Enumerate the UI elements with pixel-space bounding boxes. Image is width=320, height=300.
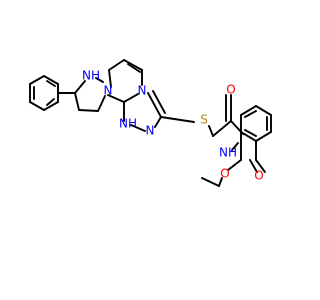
bond (78, 109, 99, 112)
bond (147, 92, 162, 118)
bond (95, 77, 104, 83)
atom-n-pyrazolidine: N (104, 84, 113, 98)
atom-nh-pyrazolidine: NH (82, 69, 100, 83)
bond (208, 125, 214, 137)
bond (154, 116, 162, 128)
bond-group (29, 59, 272, 187)
bond (244, 110, 257, 118)
bond (240, 131, 257, 142)
atom-n-bridgehead: N (138, 84, 147, 98)
bond (74, 92, 80, 111)
atom-s-thioether: S (200, 113, 208, 127)
bond (107, 94, 125, 103)
atom-o-ester-ether: O (220, 167, 229, 181)
atom-o-amide: O (226, 83, 235, 97)
bond (29, 75, 45, 85)
bond (240, 105, 257, 116)
molecule-drawing: NH N N NH N N S O NH O O (29, 59, 272, 187)
bond (123, 59, 143, 71)
atom-nh-triazole: NH (119, 117, 137, 131)
bond (227, 159, 242, 171)
bond (43, 101, 59, 111)
bond (108, 59, 125, 71)
atom-n-triazole-lower: N (146, 124, 155, 138)
bond (123, 93, 139, 103)
bond (255, 159, 266, 173)
bond (201, 177, 220, 187)
bond (231, 142, 239, 151)
bond (249, 159, 258, 173)
bond (255, 131, 272, 142)
bond (255, 105, 272, 116)
bond (97, 95, 106, 112)
bond (29, 101, 45, 111)
bond (46, 80, 56, 87)
bond (244, 129, 257, 137)
bond (218, 177, 223, 187)
bond (152, 90, 166, 114)
bond (46, 98, 55, 106)
bond (160, 116, 195, 123)
atom-o-ester-carbonyl: O (254, 169, 263, 183)
atom-label-group: NH N N NH N N S O NH O O (82, 69, 264, 183)
bond (212, 120, 232, 137)
atom-nh-amide: NH (219, 146, 237, 160)
bond (130, 124, 146, 132)
bond (43, 75, 59, 85)
bond (127, 63, 141, 73)
molecule-structure: NH N N NH N N S O NH O O (29, 59, 272, 187)
bond (108, 69, 112, 88)
bond (74, 80, 86, 94)
